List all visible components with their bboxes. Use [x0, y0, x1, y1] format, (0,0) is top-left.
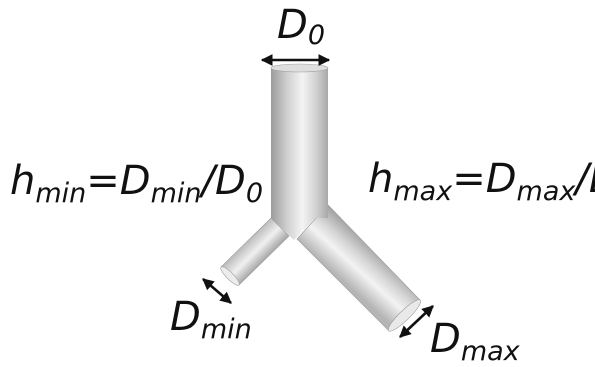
dmax-arrow	[399, 305, 434, 338]
d-min-label: Dmin	[170, 294, 252, 345]
h-max-formula: hmax=Dmax/D0	[368, 156, 595, 207]
d-max-label: Dmax	[430, 316, 521, 367]
d0-label: D0	[277, 2, 325, 51]
trunk-junction	[271, 190, 328, 240]
pipe-structure	[220, 63, 422, 332]
dmin-arrow	[202, 278, 232, 304]
h-min-formula: hmin=Dmin/D0	[10, 158, 263, 209]
trunk-top	[270, 63, 329, 73]
dimension-arrows	[202, 54, 434, 338]
